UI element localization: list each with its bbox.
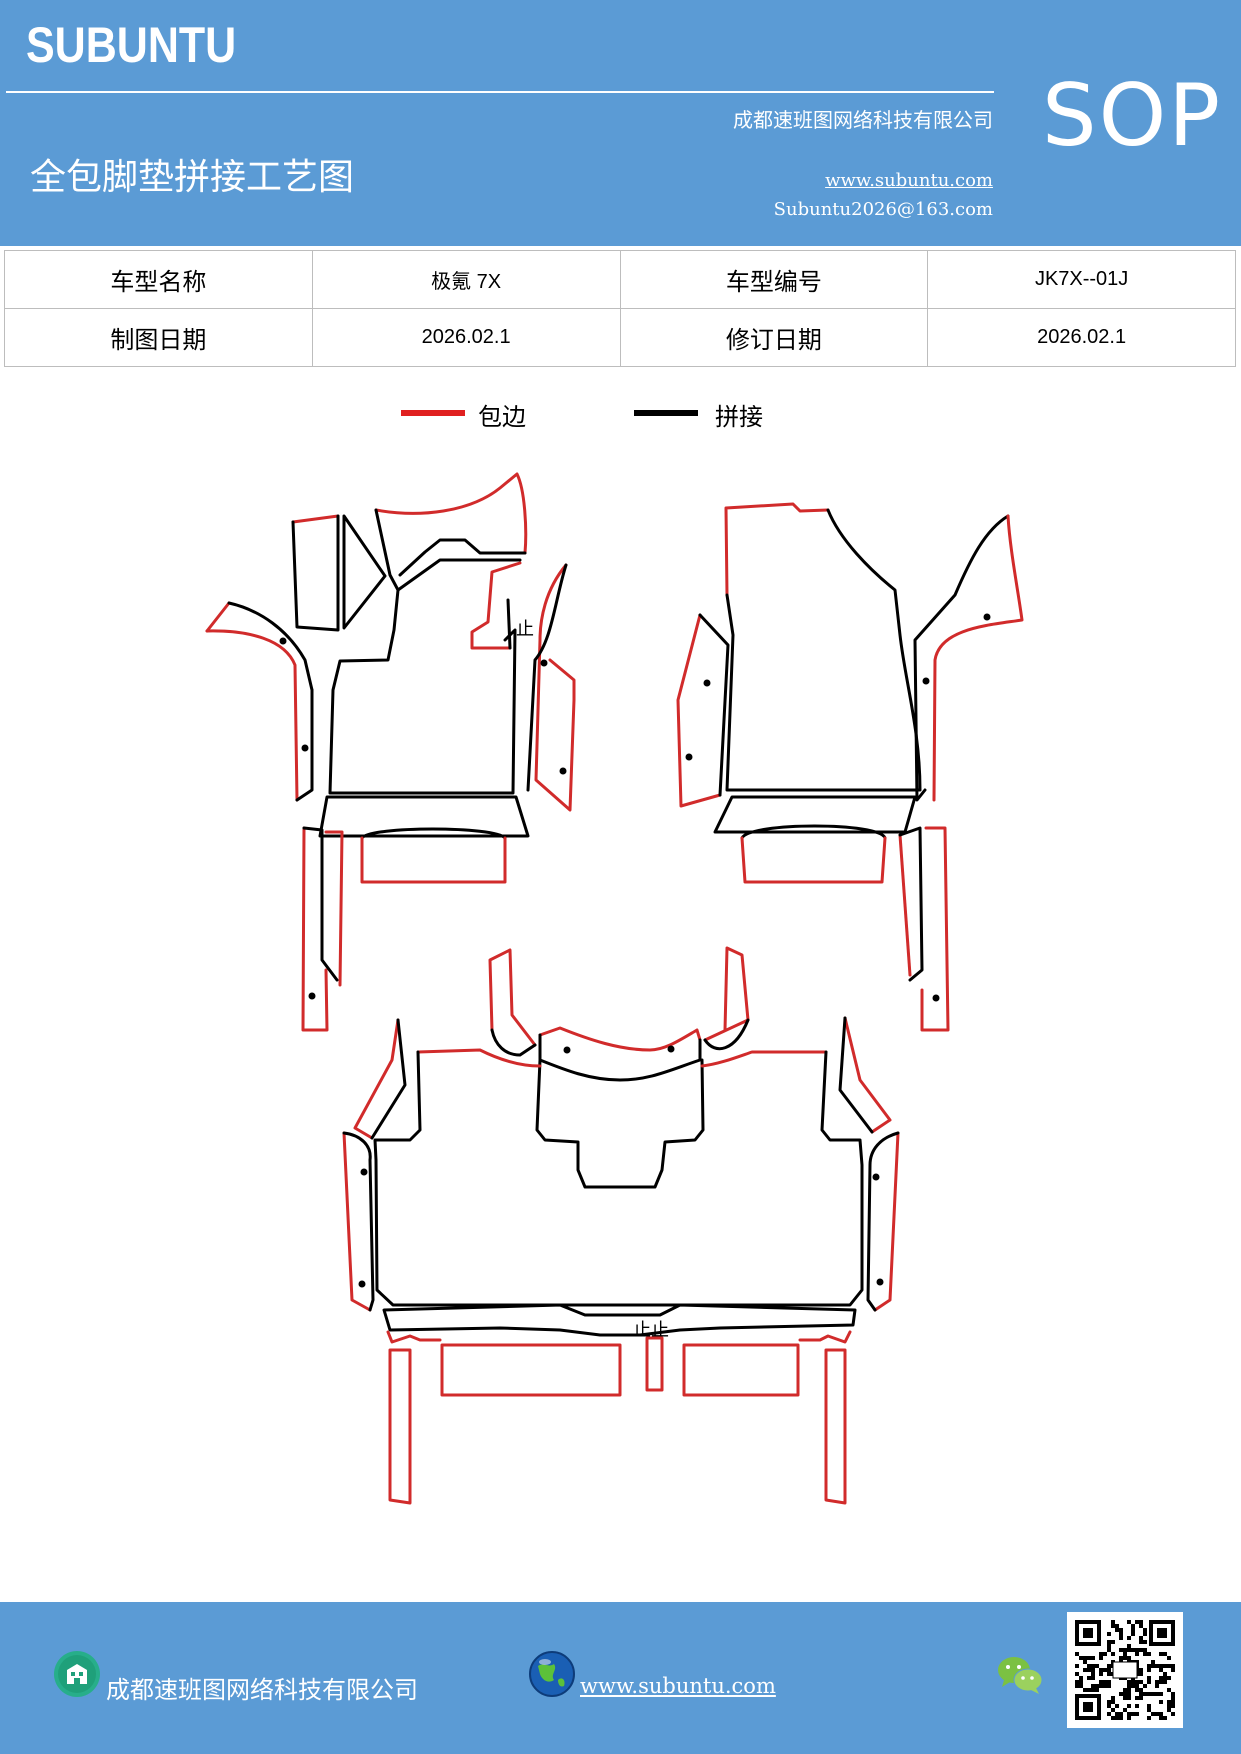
rear-mat (342, 946, 900, 1505)
front-left-small-panel (291, 514, 340, 524)
footer-banner: 成都速班图网络科技有限公司 www.subuntu.com (0, 1602, 1241, 1754)
model-name-label: 车型名称 (4, 250, 313, 309)
rear-center-strip (645, 1336, 664, 1392)
front-left-side-strip (295, 688, 314, 802)
legend-edge-swatch (401, 410, 465, 416)
header-email: Subuntu2026@163.com (773, 199, 993, 220)
front-left-small-panel (291, 514, 340, 632)
qr-code-icon[interactable] (1067, 1612, 1183, 1728)
header-website-link[interactable]: www.subuntu.com (825, 170, 993, 191)
front-left-mat (205, 472, 576, 1032)
front-right-side-panel (932, 514, 1024, 802)
revision-date-value: 2026.02.1 (927, 308, 1236, 367)
model-name-value: 极氪 7X (311, 250, 621, 309)
info-table: 车型名称 极氪 7X 车型编号 JK7X--01J 制图日期 2026.02.1… (4, 250, 1236, 367)
rear-center-hump (538, 1033, 702, 1082)
front-right-side-strip (676, 613, 722, 808)
front-right-heel-pad (740, 824, 887, 840)
legend: 包边 拼接 (0, 395, 1241, 435)
front-left-side-strip (205, 629, 299, 802)
building-icon (54, 1651, 100, 1697)
rear-left-side-strip (342, 1131, 372, 1312)
front-left-side-strip (205, 601, 231, 633)
legend-splice-label: 拼接 (715, 403, 763, 431)
front-left-side-strip (227, 601, 314, 692)
floor-mat-drawing: 止 止止 (205, 472, 1024, 1505)
legend-splice-swatch (634, 410, 698, 416)
drawing-date-label: 制图日期 (4, 308, 313, 367)
stop-mark-front: 止 (516, 619, 534, 640)
front-left-center-tab (506, 598, 512, 650)
rear-right-side-strip (873, 1131, 900, 1312)
wechat-icon[interactable] (996, 1654, 1044, 1696)
front-left-main-mat (328, 508, 517, 795)
rear-heel-bar (798, 1330, 852, 1344)
front-left-heel-bar (318, 795, 530, 838)
rear-left-side-strip (342, 1131, 375, 1312)
brand-logo: SUBUNTU (26, 17, 237, 73)
front-left-main-mat (374, 472, 528, 555)
sop-badge: SOP (1042, 66, 1223, 166)
footer-company: 成都速班图网络科技有限公司 (106, 1676, 418, 1704)
rear-right-side-strip (843, 1016, 892, 1134)
rear-center-hump (535, 1058, 705, 1189)
front-right-main-mat (725, 508, 922, 792)
header-banner: SUBUNTU 成都速班图网络科技有限公司 全包脚垫拼接工艺图 www.subu… (0, 0, 1241, 246)
rear-right-side-strip (838, 1016, 874, 1134)
rear-left-side-strip (353, 1018, 400, 1140)
front-right-mat (676, 502, 1024, 1032)
front-left-sill-strip (302, 826, 339, 982)
rear-right-arch (703, 1018, 750, 1051)
stop-mark-rear: 止止 (633, 1320, 669, 1341)
front-right-sill-strip (898, 833, 912, 977)
rear-right-strip (824, 1348, 847, 1505)
table-row: 车型名称 极氪 7X 车型编号 JK7X--01J (4, 250, 1236, 309)
model-code-value: JK7X--01J (927, 250, 1236, 309)
front-right-sill-strip (920, 826, 950, 1032)
table-row: 制图日期 2026.02.1 修订日期 2026.02.1 (4, 308, 1236, 367)
front-left-sill-strip (301, 826, 329, 1032)
rear-main-mat (373, 1050, 864, 1307)
front-left-main-mat (398, 538, 527, 577)
globe-icon (529, 1651, 575, 1697)
rear-left-strip (388, 1348, 412, 1505)
front-left-main-mat (396, 558, 522, 592)
rear-main-mat (700, 1050, 828, 1068)
rear-right-side-strip (866, 1131, 900, 1312)
drawing-date-value: 2026.02.1 (311, 308, 621, 367)
header-company: 成都速班图网络科技有限公司 (733, 108, 993, 132)
front-left-heel-pad (360, 836, 507, 884)
front-right-main-mat (724, 502, 830, 597)
revision-date-label: 修订日期 (619, 308, 929, 367)
front-right-heel-pad (740, 836, 887, 884)
rear-right-pad (682, 1343, 800, 1397)
legend-edge-label: 包边 (478, 403, 526, 431)
front-right-side-panel (913, 514, 1010, 802)
rear-left-arch (490, 1028, 537, 1057)
rear-heel-bar (386, 1330, 442, 1344)
rear-center-hump (538, 1026, 702, 1052)
front-right-sill-strip (898, 826, 924, 982)
front-left-heel-pad (360, 827, 507, 840)
front-left-tunnel-strip (526, 563, 568, 792)
rear-left-arch (488, 948, 537, 1047)
rear-left-side-strip (370, 1018, 407, 1140)
front-left-sill-strip (324, 830, 344, 987)
page-title: 全包脚垫拼接工艺图 (30, 157, 355, 198)
footer-website-link[interactable]: www.subuntu.com (580, 1674, 776, 1698)
rear-right-arch (703, 946, 750, 1042)
clip-holes (279, 613, 991, 1288)
rear-heel-bar (382, 1303, 857, 1337)
front-left-tunnel-strip (534, 563, 576, 812)
front-left-small-panel (342, 514, 387, 630)
header-divider (6, 91, 994, 93)
rear-main-mat (416, 1048, 542, 1068)
rear-left-pad (440, 1343, 622, 1397)
front-left-center-tab (470, 561, 522, 650)
front-right-side-strip (698, 613, 730, 797)
model-code-label: 车型编号 (619, 250, 929, 309)
